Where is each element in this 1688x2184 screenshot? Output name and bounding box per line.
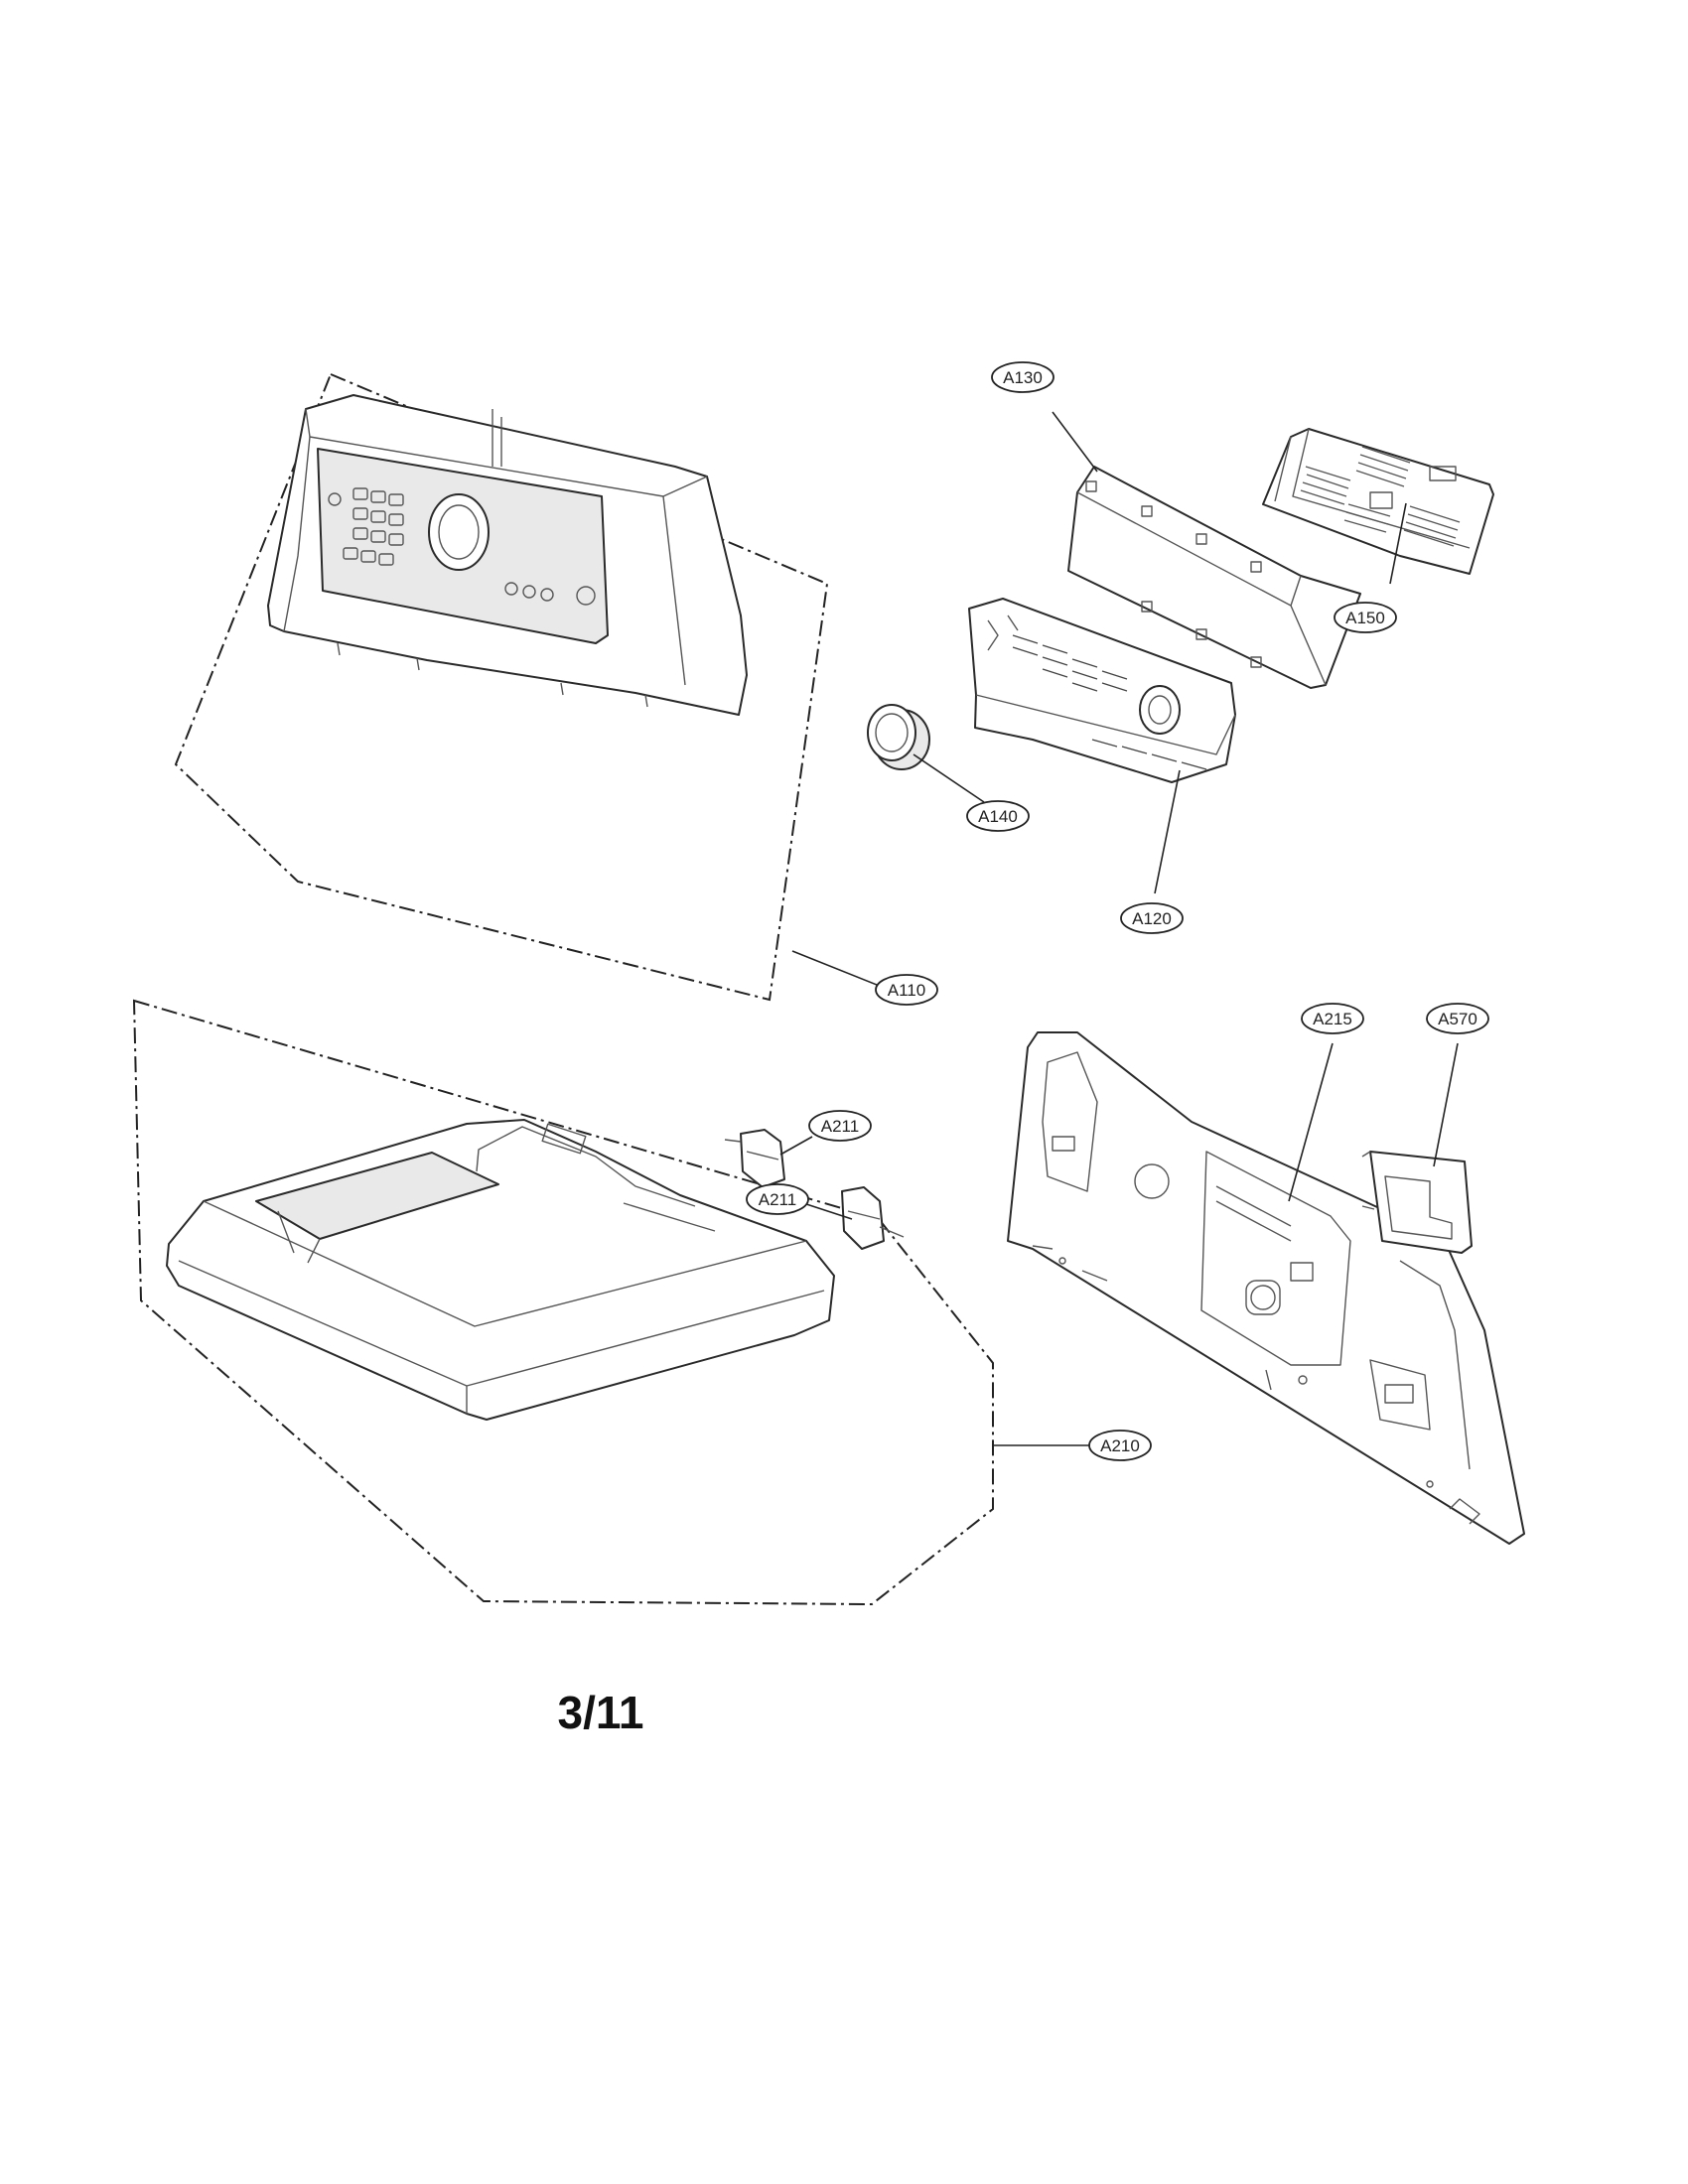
rear-panel — [1007, 1031, 1525, 1545]
callout-a570-label: A570 — [1438, 1010, 1477, 1028]
callout-a215-label: A215 — [1313, 1010, 1352, 1028]
callout-a150-label: A150 — [1345, 609, 1385, 627]
callout-a140: A140 — [966, 800, 1030, 832]
hinge-bottom — [841, 1186, 905, 1250]
pcb-shield — [1262, 428, 1494, 575]
callout-a211-bottom: A211 — [746, 1183, 809, 1215]
callout-a210-label: A210 — [1100, 1436, 1140, 1455]
callout-a570: A570 — [1426, 1003, 1489, 1034]
callout-a130-label: A130 — [1003, 368, 1043, 387]
control-board-cover — [1067, 466, 1361, 689]
callout-a140-label: A140 — [978, 807, 1018, 826]
callout-a110: A110 — [875, 974, 938, 1006]
callout-a120: A120 — [1120, 902, 1184, 934]
callout-a211-top-label: A211 — [821, 1117, 859, 1136]
callout-a150: A150 — [1334, 602, 1397, 633]
hinge-top — [724, 1129, 785, 1188]
control-pcb-assembly — [968, 598, 1236, 783]
callout-a130: A130 — [991, 361, 1055, 393]
control-knob — [867, 704, 930, 770]
callout-a110-label: A110 — [888, 981, 925, 1000]
callout-a215: A215 — [1301, 1003, 1364, 1034]
control-panel-housing — [174, 372, 829, 1002]
top-cover-assembly — [132, 999, 994, 1606]
callout-a211-bottom-label: A211 — [759, 1190, 796, 1209]
callout-a120-label: A120 — [1132, 909, 1172, 928]
access-cover-plate — [1361, 1151, 1473, 1254]
page-number: 3/11 — [557, 1687, 644, 1738]
callout-a210: A210 — [1088, 1430, 1152, 1461]
callout-a211-top: A211 — [808, 1110, 872, 1142]
